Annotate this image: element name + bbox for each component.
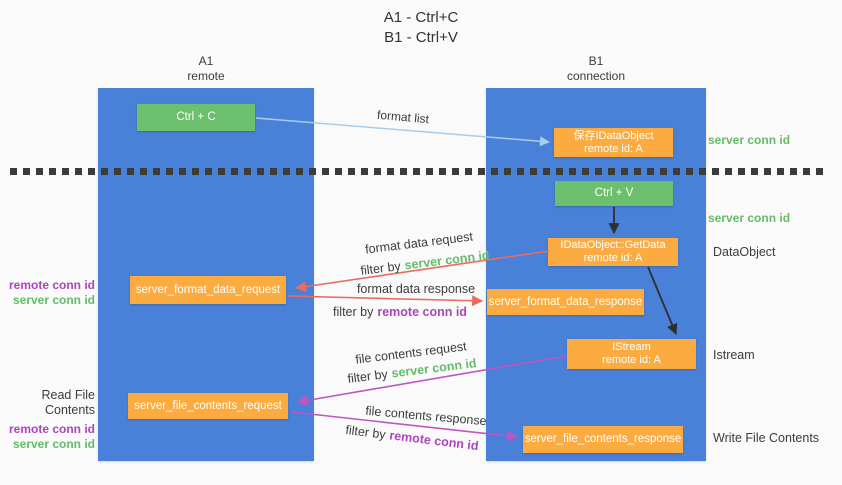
machine-boundary-dotted-line bbox=[10, 168, 826, 175]
node-ctrl-c: Ctrl + C bbox=[137, 104, 255, 131]
node-format-request-label: server_format_data_request bbox=[135, 283, 281, 296]
server-conn-id-text: server conn id bbox=[708, 133, 791, 147]
server-conn-id-text: server conn id bbox=[12, 437, 95, 451]
column-a1-role: remote bbox=[187, 69, 225, 83]
node-ctrl-v-label: Ctrl + V bbox=[594, 187, 634, 199]
title-line-b1: B1 - Ctrl+V bbox=[384, 29, 458, 46]
node-file-request-label: server_file_contents_request bbox=[134, 399, 282, 412]
node-server-format-data-response: server_format_data_response bbox=[487, 289, 644, 315]
annotation-conn-ids-mid-left: remote conn id server conn id bbox=[5, 278, 95, 308]
label-format-data-response: format data response bbox=[356, 282, 476, 296]
filter-by-text: filter by bbox=[344, 422, 387, 442]
annotation-server-conn-id-top-right: server conn id bbox=[708, 133, 790, 148]
node-server-file-contents-request: server_file_contents_request bbox=[128, 393, 288, 419]
node-save-idataobject-line1: 保存IDataObject bbox=[573, 129, 654, 142]
node-ctrl-v: Ctrl + V bbox=[555, 181, 673, 206]
column-header-b1: B1 connection bbox=[486, 54, 706, 84]
annotation-istream: Istream bbox=[713, 348, 755, 362]
diagram-title: A1 - Ctrl+C B1 - Ctrl+V bbox=[0, 8, 842, 48]
annotation-read-file-contents-group: Read File Contents remote conn id server… bbox=[5, 388, 95, 452]
node-file-response-label: server_file_contents_response bbox=[524, 433, 682, 445]
node-server-file-contents-response: server_file_contents_response bbox=[523, 426, 683, 453]
node-save-idataobject: 保存IDataObject remote id: A bbox=[554, 128, 673, 157]
server-conn-id-text: server conn id bbox=[708, 211, 791, 225]
annotation-server-conn-id-mid-right: server conn id bbox=[708, 211, 790, 226]
remote-conn-id-text: remote conn id bbox=[8, 278, 95, 292]
filter-by-text: filter by bbox=[359, 259, 402, 278]
column-b1-role: connection bbox=[566, 69, 626, 83]
column-b1-name: B1 bbox=[588, 54, 604, 68]
remote-conn-id-text: remote conn id bbox=[377, 305, 467, 319]
node-istream: IStream remote id: A bbox=[567, 339, 696, 369]
label-file-contents-response: file contents response bbox=[364, 403, 488, 429]
label-format-list: format list bbox=[376, 107, 430, 127]
annotation-write-file-contents: Write File Contents bbox=[713, 431, 820, 445]
remote-conn-id-text: remote conn id bbox=[8, 422, 95, 436]
node-ctrl-c-label: Ctrl + C bbox=[176, 111, 216, 123]
node-istream-line2: remote id: A bbox=[602, 354, 661, 366]
title-line-a1: A1 - Ctrl+C bbox=[383, 9, 459, 26]
filter-by-text: filter by bbox=[346, 367, 389, 386]
node-save-idataobject-line2: remote id: A bbox=[584, 142, 643, 155]
node-istream-line1: IStream bbox=[612, 341, 651, 353]
node-getdata-line2: remote id: A bbox=[583, 252, 643, 264]
remote-conn-id-text: remote conn id bbox=[388, 428, 480, 454]
arrow-format-data-response bbox=[287, 295, 484, 307]
annotation-dataobject: DataObject bbox=[713, 245, 776, 259]
node-server-format-data-request: server_format_data_request bbox=[130, 276, 286, 304]
node-format-response-label: server_format_data_response bbox=[488, 295, 643, 308]
node-getdata-line1: IDataObject::GetData bbox=[560, 239, 666, 251]
node-idataobject-getdata: IDataObject::GetData remote id: A bbox=[548, 238, 678, 266]
column-header-a1: A1 remote bbox=[98, 54, 314, 84]
server-conn-id-text: server conn id bbox=[403, 248, 491, 273]
annotation-read-file-contents: Read File Contents bbox=[41, 388, 96, 417]
server-conn-id-text: server conn id bbox=[12, 293, 95, 307]
filter-by-text: filter by bbox=[333, 305, 374, 319]
column-a1-name: A1 bbox=[198, 54, 214, 68]
